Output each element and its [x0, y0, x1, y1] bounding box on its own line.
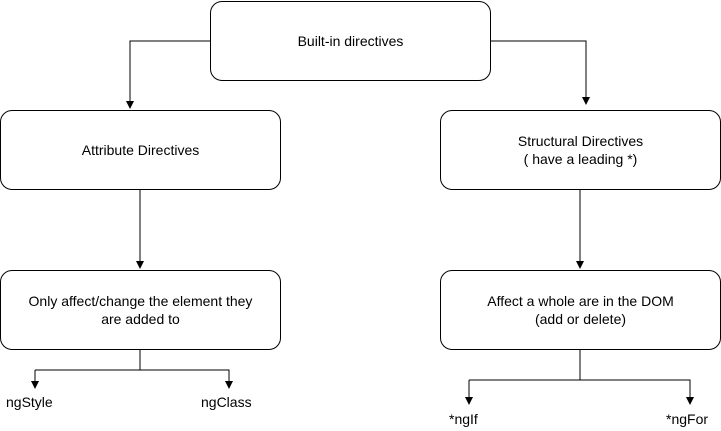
connector-struct-desc-branch	[469, 350, 581, 381]
leaf-ngif: *ngIf	[449, 411, 478, 427]
connector-to-ngclass	[140, 369, 233, 389]
node-attribute-description: Only affect/change the element they are …	[0, 270, 281, 350]
node-label-line2: (add or delete)	[534, 311, 627, 327]
node-built-in-directives: Built-in directives	[210, 1, 491, 81]
node-structural-description: Affect a whole are in the DOM (add or de…	[440, 270, 721, 350]
node-label-line2: ( have a leading *)	[523, 151, 638, 167]
leaf-ngclass: ngClass	[201, 394, 252, 410]
node-label: Built-in directives	[297, 33, 404, 49]
node-label-line1: Only affect/change the element they	[28, 293, 253, 309]
node-label: Attribute Directives	[81, 142, 200, 158]
connector-root-to-structural	[491, 40, 590, 105]
connector-attr-desc-branch	[35, 350, 141, 371]
leaf-ngstyle: ngStyle	[6, 394, 53, 410]
leaf-ngfor: *ngFor	[666, 411, 709, 427]
node-structural-directives: Structural Directives ( have a leading *…	[440, 110, 721, 190]
node-attribute-directives: Attribute Directives	[0, 110, 281, 190]
node-label-line1: Structural Directives	[517, 133, 644, 149]
node-label-line2: are added to	[101, 311, 180, 327]
node-label-line1: Affect a whole are in the DOM	[487, 293, 674, 309]
connector-to-ngfor	[580, 379, 694, 405]
connector-root-to-attribute	[126, 40, 210, 109]
